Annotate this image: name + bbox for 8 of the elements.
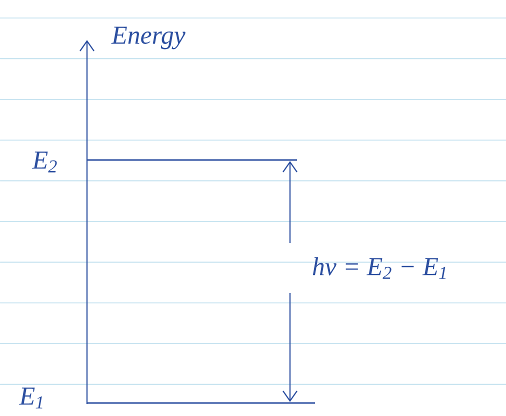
energy-level-line [87, 402, 315, 404]
axis-label: Energy [111, 26, 186, 50]
formula-text: hν = E$_{2}$ − E$_{1}$ [312, 257, 446, 279]
level-label: E$_{2}$ [32, 152, 57, 172]
arrow [282, 161, 298, 243]
energy-level-line [87, 159, 297, 161]
arrow [282, 293, 298, 402]
level-label: E$_{1}$ [19, 388, 42, 408]
